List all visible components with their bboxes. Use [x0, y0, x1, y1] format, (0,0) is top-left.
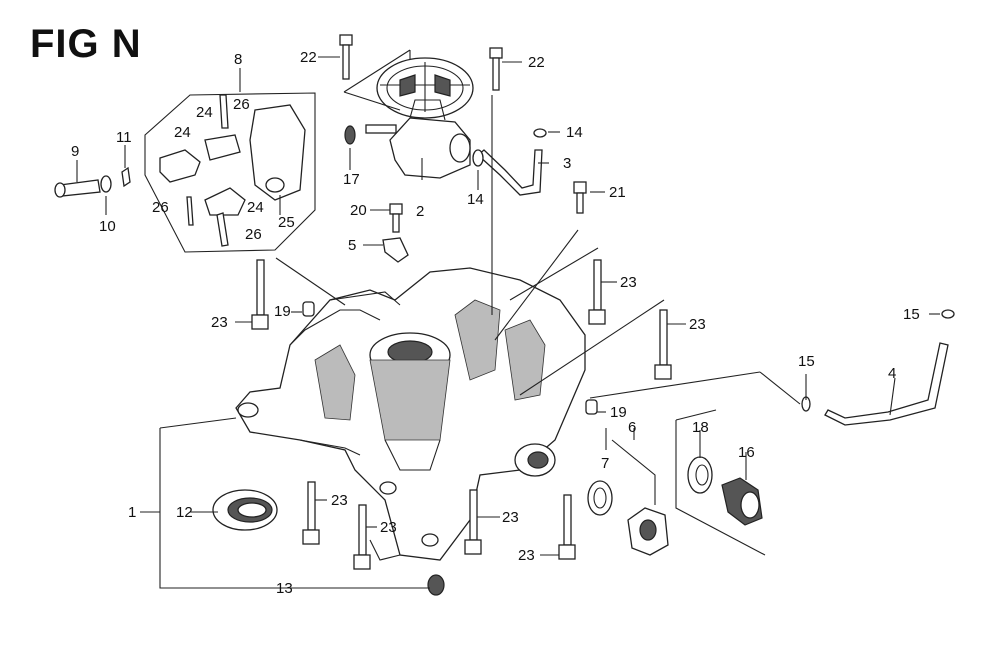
- callout-14-bottom: 14: [467, 191, 484, 208]
- oring-part-15-top: [941, 309, 955, 319]
- leader-cover-6: [759, 371, 801, 405]
- callout-3: 3: [563, 155, 571, 172]
- leader-part-6: [611, 439, 656, 505]
- leader-cover-3: [509, 247, 599, 301]
- callout-22-left: 22: [300, 49, 317, 66]
- callout-20: 20: [350, 202, 367, 219]
- callout-12: 12: [176, 504, 193, 521]
- callout-19-right: 19: [610, 404, 627, 421]
- oring-part-14-top: [533, 128, 547, 138]
- bolt-part-20: [389, 203, 403, 233]
- dowel-part-19-right: [585, 399, 598, 415]
- callout-10: 10: [99, 218, 116, 235]
- figure-title: FIG N: [30, 22, 142, 66]
- leader-cover-5: [589, 371, 761, 399]
- bolt-part-22-left: [339, 34, 353, 80]
- drain-plug-part-6: [627, 507, 669, 556]
- leader-cover-2: [494, 229, 579, 341]
- bracket-part-1-top: [159, 417, 237, 429]
- bracket-part-16-18-top: [675, 409, 717, 421]
- bolt-part-23-c: [654, 309, 672, 380]
- callout-24-a: 24: [174, 124, 191, 141]
- bracket-gear-left: [343, 49, 411, 111]
- plug-part-16: [721, 477, 763, 526]
- crankcase-cover: [235, 267, 586, 561]
- callout-23-g: 23: [518, 547, 535, 564]
- callout-24-c: 24: [247, 199, 264, 216]
- callout-23-f: 23: [502, 509, 519, 526]
- callout-25: 25: [278, 214, 295, 231]
- bolt-part-23-f: [464, 489, 482, 555]
- callout-5: 5: [348, 237, 356, 254]
- callout-4: 4: [888, 365, 896, 382]
- callout-1: 1: [128, 504, 136, 521]
- callout-11: 11: [116, 129, 132, 146]
- callout-22-right: 22: [528, 54, 545, 71]
- oil-pipe-part-4: [824, 342, 949, 426]
- oring-part-14-bottom: [472, 149, 484, 167]
- gasket-part-7: [587, 480, 613, 516]
- callout-26-a: 26: [233, 96, 250, 113]
- callout-26-c: 26: [245, 226, 262, 243]
- leader-cover-1: [275, 257, 346, 306]
- governor-gear: [365, 57, 474, 179]
- plug-part-13: [427, 574, 445, 596]
- dowel-part-19-left: [302, 301, 315, 317]
- callout-13: 13: [276, 580, 293, 597]
- bolt-part-22-right: [489, 47, 503, 91]
- callout-23-a: 23: [211, 314, 228, 331]
- callout-23-d: 23: [331, 492, 348, 509]
- callout-9: 9: [71, 143, 79, 160]
- callout-16: 16: [738, 444, 755, 461]
- callout-15-left: 15: [798, 353, 815, 370]
- washer-part-18: [687, 456, 713, 494]
- callout-24-b: 24: [196, 104, 213, 121]
- washer-part-17: [344, 125, 356, 145]
- washer-part-10: [100, 175, 112, 193]
- callout-26-b: 26: [152, 199, 169, 216]
- oil-pipe-part-3: [477, 149, 543, 196]
- callout-7: 7: [601, 455, 609, 472]
- callout-2: 2: [416, 203, 424, 220]
- callout-18: 18: [692, 419, 709, 436]
- bracket-part-16-18: [675, 420, 766, 556]
- oil-seal-part-12: [212, 489, 278, 531]
- bolt-part-23-b: [588, 259, 606, 325]
- leader-cover-4: [519, 299, 665, 396]
- bolt-part-23-g: [558, 494, 576, 560]
- callout-15-right: 15: [903, 306, 920, 323]
- callout-14-top: 14: [566, 124, 583, 141]
- bolt-part-23-d: [302, 481, 320, 545]
- callout-8: 8: [234, 51, 242, 68]
- callout-23-b: 23: [620, 274, 637, 291]
- callout-21: 21: [609, 184, 626, 201]
- callout-23-e: 23: [380, 519, 397, 536]
- shaft-part-9: [54, 179, 101, 198]
- clip-part-11: [121, 166, 131, 188]
- bolt-part-23-a: [251, 259, 269, 330]
- callout-leaders: [76, 56, 940, 589]
- bolt-part-23-e: [353, 504, 371, 570]
- bolt-part-21: [573, 181, 587, 214]
- callout-17: 17: [343, 171, 360, 188]
- governor-arm-assembly: [144, 92, 316, 253]
- callout-6: 6: [628, 419, 636, 436]
- sensor-part-5: [382, 237, 409, 263]
- callout-19-left: 19: [274, 303, 291, 320]
- callout-23-c: 23: [689, 316, 706, 333]
